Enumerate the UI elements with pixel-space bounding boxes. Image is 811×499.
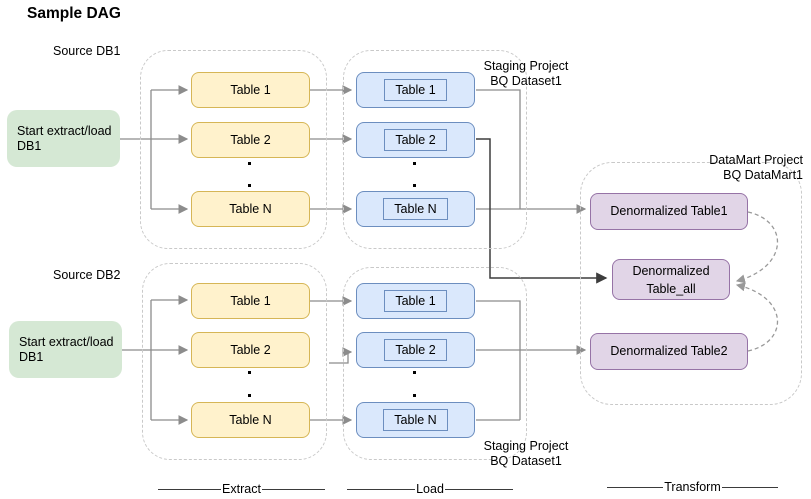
- db2-extract-tableN-label: Table N: [229, 412, 272, 427]
- ellipsis-dot: .: [413, 394, 416, 397]
- stage-load-label: Load: [416, 482, 444, 496]
- db2-load-table1-label: Table 1: [384, 290, 447, 312]
- denormalized-table1-node: Denormalized Table1: [590, 193, 748, 230]
- datamart-group: [580, 162, 802, 405]
- stage-load: Load: [347, 482, 513, 496]
- stage-extract-label: Extract: [222, 482, 261, 496]
- denormalized-table1-label: Denormalized Table1: [610, 204, 728, 218]
- stage-rule-left: [607, 486, 664, 488]
- db2-load-group: [343, 267, 527, 460]
- db2-start-branch-line: [122, 300, 152, 420]
- page-title: Sample DAG: [27, 5, 121, 22]
- ellipsis-dot: .: [413, 371, 416, 374]
- db2-extract-table2-label: Table 2: [230, 342, 271, 357]
- stage-rule-left: [158, 488, 222, 490]
- stage-extract: Extract: [158, 482, 325, 496]
- db1-start-node: Start extract/load DB1: [7, 110, 120, 167]
- stage-transform: Transform: [607, 480, 778, 494]
- db1-staging-label: Staging Project BQ Dataset1: [470, 59, 582, 89]
- db1-extract-table2: Table 2: [191, 122, 310, 158]
- db2-extract2-to-load2-elbow-arrow: [329, 347, 353, 364]
- ellipsis-dot: .: [248, 371, 251, 374]
- denorm2-to-denorm-all-arc: [735, 282, 779, 352]
- db2-load-merge-line: [476, 300, 521, 421]
- denormalized-table2-label: Denormalized Table2: [610, 344, 728, 358]
- db2-staging-line2: BQ Dataset1: [490, 454, 562, 468]
- stage-rule-right: [444, 488, 513, 490]
- datamart-project-label: DataMart Project BQ DataMart1: [660, 153, 803, 183]
- db1-staging-line2: BQ Dataset1: [490, 74, 562, 88]
- db1-extract-table2-label: Table 2: [230, 132, 271, 147]
- db2-load-tableN-label: Table N: [383, 409, 448, 431]
- stage-transform-label: Transform: [664, 480, 721, 494]
- db1-load-table1: Table 1: [356, 72, 475, 108]
- db1-load2-to-denorm-all-arrow: [476, 138, 608, 284]
- db1-extract-group: [140, 50, 327, 249]
- db2-staging-label: Staging Project BQ Dataset1: [470, 439, 582, 469]
- db1-start-line2: DB1: [17, 138, 42, 153]
- db1-load-table1-label: Table 1: [384, 79, 447, 101]
- datamart-label-line1: DataMart Project: [709, 153, 803, 167]
- db2-load-tableN: Table N: [356, 402, 475, 438]
- db2-start-line1: Start extract/load: [19, 334, 114, 349]
- denormalized-table2-node: Denormalized Table2: [590, 333, 748, 370]
- db1-load-table2: Table 2: [356, 122, 475, 158]
- db2-load-table2-label: Table 2: [384, 339, 447, 361]
- source-db1-label: Source DB1: [53, 44, 121, 58]
- db2-staging-line1: Staging Project: [483, 439, 569, 453]
- db2-extract-group: [142, 263, 327, 460]
- ellipsis-dot: .: [248, 184, 251, 187]
- db2-load-table2: Table 2: [356, 332, 475, 368]
- db1-staging-line1: Staging Project: [483, 59, 569, 73]
- stage-rule-right: [721, 486, 778, 488]
- db1-load-group: [343, 50, 527, 249]
- db1-load1-merge-line: [476, 89, 521, 209]
- denormalized-table-all-line1: Denormalized: [632, 263, 710, 278]
- db1-start-line1: Start extract/load: [17, 123, 112, 138]
- db1-extract-tableN-label: Table N: [229, 201, 272, 216]
- denormalized-table-all-node: Denormalized Table_all: [612, 259, 730, 300]
- db1-start-branch-line: [120, 90, 152, 209]
- stage-rule-left: [347, 488, 416, 490]
- ellipsis-dot: .: [413, 184, 416, 187]
- stage-rule-right: [261, 488, 325, 490]
- db1-load-table2-label: Table 2: [384, 129, 447, 151]
- ellipsis-dot: .: [413, 162, 416, 165]
- db1-extract-table1-label: Table 1: [230, 82, 271, 97]
- db1-extract-table1: Table 1: [191, 72, 310, 108]
- db2-extract-table1-label: Table 1: [230, 293, 271, 308]
- db2-extract-table1: Table 1: [191, 283, 310, 319]
- db2-load-table1: Table 1: [356, 283, 475, 319]
- db2-extract-tableN: Table N: [191, 402, 310, 438]
- db2-start-node: Start extract/load DB1: [9, 321, 122, 378]
- denormalized-table-all-line2: Table_all: [646, 281, 696, 296]
- datamart-label-line2: BQ DataMart1: [723, 168, 803, 182]
- db1-extract-tableN: Table N: [191, 191, 310, 227]
- db1-load-tableN: Table N: [356, 191, 475, 227]
- ellipsis-dot: .: [248, 162, 251, 165]
- db2-start-line2: DB1: [19, 349, 44, 364]
- db1-load-tableN-label: Table N: [383, 198, 448, 220]
- source-db2-label: Source DB2: [53, 268, 121, 282]
- ellipsis-dot: .: [248, 394, 251, 397]
- db2-extract-table2: Table 2: [191, 332, 310, 368]
